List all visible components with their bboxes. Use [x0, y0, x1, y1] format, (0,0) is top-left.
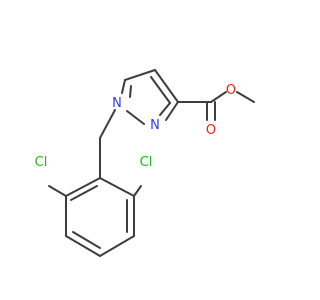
ring-bond-n2-c3	[165, 101, 179, 121]
molecule-structure-diagram: N N O O Cl Cl	[35, 69, 255, 257]
ring-nitrogen-1-label: N	[112, 96, 122, 111]
chlorine-left-label: Cl	[35, 155, 48, 170]
methyl-o-bond	[236, 91, 255, 103]
cl-left-bond	[48, 185, 67, 197]
bonds	[48, 69, 255, 257]
ring-bond-c4-c5	[124, 69, 156, 81]
ring-bond-c3-c4	[154, 69, 179, 103]
ring-bond-n1-n2	[126, 110, 145, 125]
ring-nitrogen-2-label: N	[150, 118, 160, 133]
ring-bond-n2-c3-inner	[159, 102, 171, 116]
ring-bond-c3-c4-inner	[150, 76, 171, 104]
benzene-bond-1-inner	[70, 185, 98, 201]
ring-bond-c5-n1	[121, 79, 126, 94]
benzene-bond-3	[65, 235, 101, 257]
ester-oxygen-label: O	[226, 83, 236, 98]
benzene-bond-6	[99, 177, 135, 197]
benzene-bond-3-inner	[72, 231, 101, 249]
benzene-bond-4	[99, 235, 135, 257]
n1-ch2-bond	[99, 109, 116, 139]
o-carbonyl-carbon-bond	[210, 91, 227, 103]
atom-labels: N N O O Cl Cl	[35, 83, 236, 170]
ring-bond-c5-n1-inner	[129, 85, 132, 98]
carbonyl-oxygen-label: O	[206, 123, 216, 138]
chlorine-right-label: Cl	[140, 155, 153, 170]
cl-right-bond	[133, 185, 142, 197]
benzene-bond-1	[65, 177, 101, 197]
